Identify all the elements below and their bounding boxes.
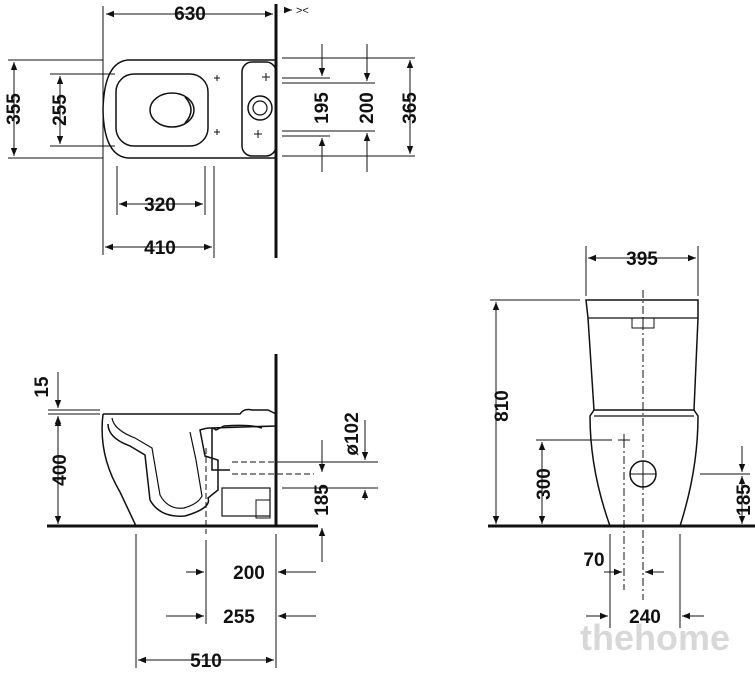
label-240: 240 xyxy=(629,607,661,628)
label-185-side: 185 xyxy=(312,484,333,516)
top-fixing-cross xyxy=(262,73,270,81)
top-seat-oval xyxy=(149,92,195,128)
label-410: 410 xyxy=(144,238,176,259)
front-view xyxy=(488,246,755,628)
side-body-outline xyxy=(101,413,277,527)
top-tank xyxy=(241,61,277,157)
corner-mark: >< xyxy=(296,5,309,17)
label-630: 630 xyxy=(174,4,206,25)
label-185-front: 185 xyxy=(734,484,755,516)
top-bowl-inner xyxy=(115,73,209,147)
label-200-side: 200 xyxy=(233,563,265,584)
front-view-labels: 395 810 300 185 70 240 xyxy=(492,249,755,628)
side-trap xyxy=(107,423,263,517)
label-395: 395 xyxy=(626,249,658,270)
front-bowl-body xyxy=(589,409,699,527)
label-810: 810 xyxy=(492,390,513,422)
label-320: 320 xyxy=(144,195,176,216)
label-255-side: 255 xyxy=(223,607,255,628)
side-view xyxy=(47,354,378,668)
label-255: 255 xyxy=(50,94,71,126)
label-400: 400 xyxy=(50,454,71,486)
label-195: 195 xyxy=(312,92,333,124)
label-300: 300 xyxy=(534,468,555,500)
side-rim xyxy=(103,408,277,415)
top-view xyxy=(8,4,415,258)
label-70: 70 xyxy=(583,550,604,571)
label-200-top: 200 xyxy=(357,92,378,124)
label-d102: ø102 xyxy=(342,412,363,455)
label-365: 365 xyxy=(400,92,421,124)
top-outlet-circle xyxy=(247,95,273,121)
watermark: thehome xyxy=(580,617,730,658)
top-view-labels: 630 355 255 320 410 195 200 365 >< xyxy=(4,4,421,259)
label-15: 15 xyxy=(32,376,53,398)
label-355: 355 xyxy=(4,93,25,125)
label-510: 510 xyxy=(190,651,222,672)
side-view-labels: 15 400 ø102 185 200 255 510 xyxy=(32,376,363,672)
side-outlet xyxy=(221,487,271,517)
front-tank xyxy=(585,299,699,411)
